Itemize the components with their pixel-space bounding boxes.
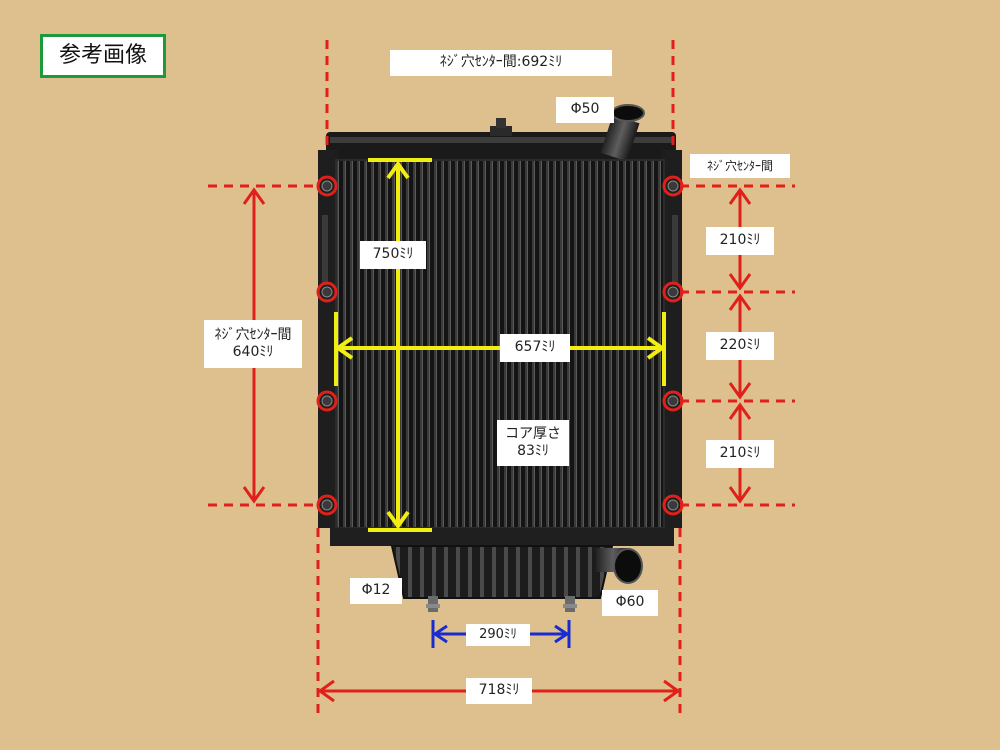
drain-pipe-label: Φ12 bbox=[350, 578, 402, 604]
lower-tank-ribs bbox=[392, 546, 612, 598]
core-dimension-arrows bbox=[334, 158, 666, 532]
lower-pipe-label: Φ60 bbox=[602, 590, 658, 616]
core-thickness-value: 83ﾐﾘ bbox=[517, 443, 549, 459]
core-height-label: 750ﾐﾘ bbox=[360, 241, 426, 269]
hole-guide-lines bbox=[208, 40, 795, 718]
left-hole-pitch-label: ﾈｼﾞ穴ｾﾝﾀｰ間 640ﾐﾘ bbox=[204, 320, 302, 368]
overall-width-label: 718ﾐﾘ bbox=[466, 678, 532, 704]
right-hole-label: ﾈｼﾞ穴ｾﾝﾀｰ間 bbox=[690, 154, 790, 178]
left-hole-value: 640ﾐﾘ bbox=[232, 344, 274, 360]
left-hole-label: ﾈｼﾞ穴ｾﾝﾀｰ間 bbox=[214, 326, 292, 343]
right-spacing-2-label: 220ﾐﾘ bbox=[706, 332, 774, 360]
core-thickness-label: コア厚さ 83ﾐﾘ bbox=[497, 420, 569, 466]
mounting-holes bbox=[321, 180, 679, 511]
drain-nipples bbox=[426, 596, 577, 612]
drain-pitch-label: 290ﾐﾘ bbox=[466, 624, 530, 646]
hole-markers bbox=[316, 175, 684, 516]
top-hole-pitch-label: ﾈｼﾞ穴ｾﾝﾀｰ間:692ﾐﾘ bbox=[390, 50, 612, 76]
lower-tank bbox=[330, 528, 674, 546]
page-title: 参考画像 bbox=[40, 34, 166, 78]
filler-cap bbox=[490, 118, 512, 136]
upper-pipe-label: Φ50 bbox=[556, 97, 614, 123]
right-spacing-1-label: 210ﾐﾘ bbox=[706, 227, 774, 255]
core-width-label: 657ﾐﾘ bbox=[500, 334, 570, 362]
core-thickness-title: コア厚さ bbox=[505, 425, 561, 442]
upper-pipe bbox=[600, 104, 645, 162]
lower-pipe bbox=[596, 548, 643, 584]
right-spacing-3-label: 210ﾐﾘ bbox=[706, 440, 774, 468]
